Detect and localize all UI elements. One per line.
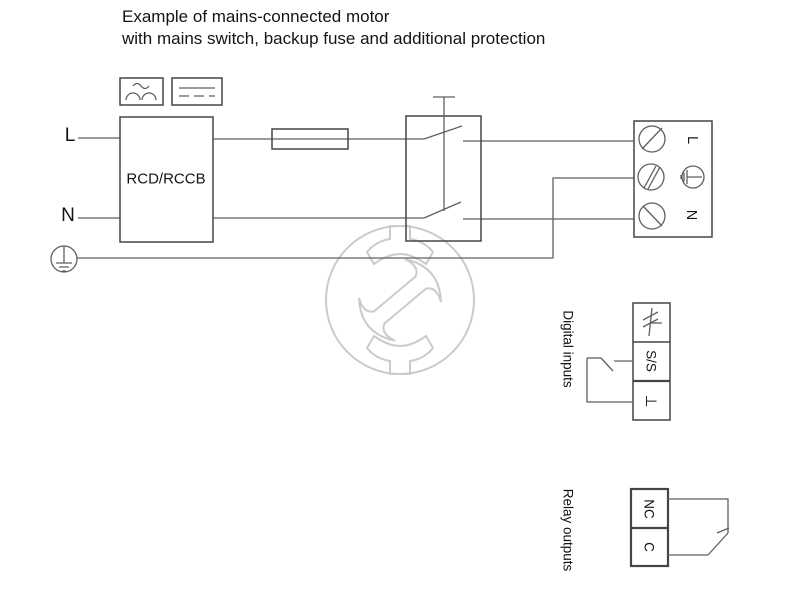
terminal-l-label: L: [684, 135, 700, 145]
circuit-wires: [77, 137, 634, 259]
fuse-symbol: [271, 128, 349, 150]
icon-box: [171, 77, 223, 106]
screw-slot: [641, 127, 663, 150]
c-terminal-label: C: [641, 542, 657, 552]
nc-terminal-label: NC: [641, 499, 657, 519]
common-terminal-label: ⊥: [642, 394, 659, 408]
contact-blade: [707, 532, 729, 556]
pump-manufacturer-logo-watermark: [325, 225, 475, 375]
signal-slashes: [642, 311, 659, 328]
terminal-n-label: N: [683, 209, 699, 221]
earth-bars: [56, 246, 72, 272]
screw-l: [638, 125, 666, 153]
nc-wire: [668, 498, 729, 533]
relay-outputs-terminal-block: [629, 487, 730, 568]
signal-line: [648, 307, 653, 337]
protective-earth-icon: [50, 245, 78, 273]
relay-contact: [668, 498, 730, 556]
digital-inputs-terminal-block: [586, 302, 671, 421]
rcd-label: RCD/RCCB: [126, 170, 206, 188]
tilde-wave: [132, 82, 150, 90]
digital-input-signal-icon: [642, 307, 662, 337]
screw-slot: [643, 165, 661, 190]
screw-terminal-icon: [637, 125, 666, 230]
watermark-ibeam: [358, 258, 442, 342]
screw-slot: [642, 205, 663, 227]
power-terminal-block: [633, 120, 713, 238]
half-wave-humps: [125, 92, 157, 101]
watermark-top-bracket: [365, 225, 435, 266]
common-return-wire: [586, 358, 633, 403]
diagram-title-line-2: with mains switch, backup fuse and addit…: [122, 29, 546, 48]
screw-earth: [637, 163, 665, 191]
contact-tick: [716, 527, 730, 534]
relay-outputs-label: Relay outputs: [560, 488, 576, 572]
earth-label-circle: [681, 165, 705, 189]
switch-blade-l: [423, 125, 463, 140]
earth-label-bars: [680, 170, 702, 184]
switch-blade: [600, 357, 614, 372]
supply-neutral-label: N: [61, 205, 75, 226]
supply-line-label: L: [64, 125, 76, 146]
icon-box: [119, 77, 164, 106]
digital-inputs-label: Digital inputs: [560, 310, 576, 388]
fuse-body: [271, 128, 349, 150]
digital-input-switch: [586, 357, 633, 403]
dc-current-icon: [171, 77, 223, 106]
watermark-circle: [325, 225, 475, 375]
switch-blade-n: [423, 201, 462, 219]
wire-earth: [77, 177, 634, 259]
earth-terminal-icon: [680, 165, 705, 189]
diagram-title-line-1: Example of mains-connected motor: [122, 7, 390, 26]
ss-terminal-label: S/S: [643, 350, 659, 372]
pulsating-current-icon: [119, 77, 164, 106]
screw-n: [638, 202, 666, 230]
terminal-box: [633, 120, 713, 238]
watermark-bottom-bracket: [365, 334, 435, 375]
rcd-box: [119, 116, 214, 243]
mains-switch: [405, 96, 482, 242]
